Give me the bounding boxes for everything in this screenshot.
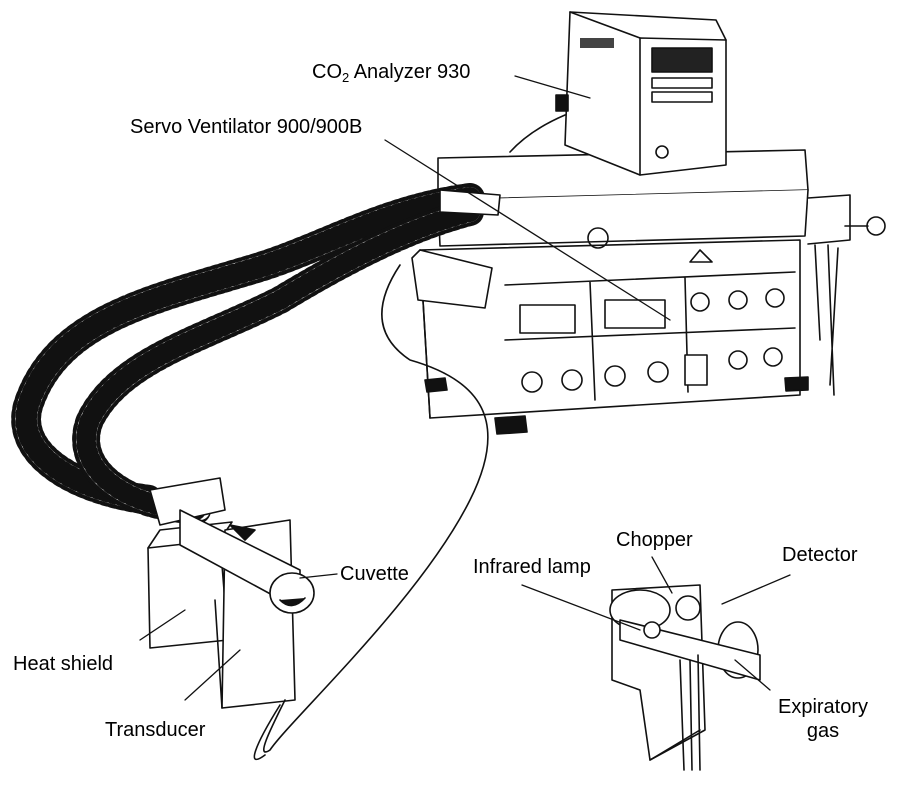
infrared-lamp-label: Infrared lamp bbox=[473, 556, 591, 578]
expiratory-gas-line-2: gas bbox=[806, 720, 840, 742]
expiratory-gas-line-1: Expiratory bbox=[777, 696, 869, 718]
servo-ventilator-drawing bbox=[411, 149, 886, 435]
leader-lines bbox=[139, 75, 791, 701]
chopper-label: Chopper bbox=[616, 529, 693, 551]
co2-analyzer-label: CO2 Analyzer 930 bbox=[312, 61, 471, 85]
transducer-label: Transducer bbox=[105, 719, 206, 741]
sensor-detail-drawing bbox=[609, 584, 761, 771]
detector-label: Detector bbox=[782, 544, 858, 566]
breathing-hoses-drawing bbox=[11, 183, 501, 526]
heat-shield-label: Heat shield bbox=[13, 653, 114, 675]
co2-analyzer-drawing bbox=[509, 11, 727, 176]
servo-ventilator-label: Servo Ventilator 900/900B bbox=[130, 116, 363, 138]
ventilator-knobs bbox=[521, 288, 785, 393]
expiratory-gas-label: Expiratory gas bbox=[758, 695, 888, 743]
cuvette-label: Cuvette bbox=[340, 563, 409, 585]
transducer-assembly-drawing bbox=[147, 264, 489, 761]
